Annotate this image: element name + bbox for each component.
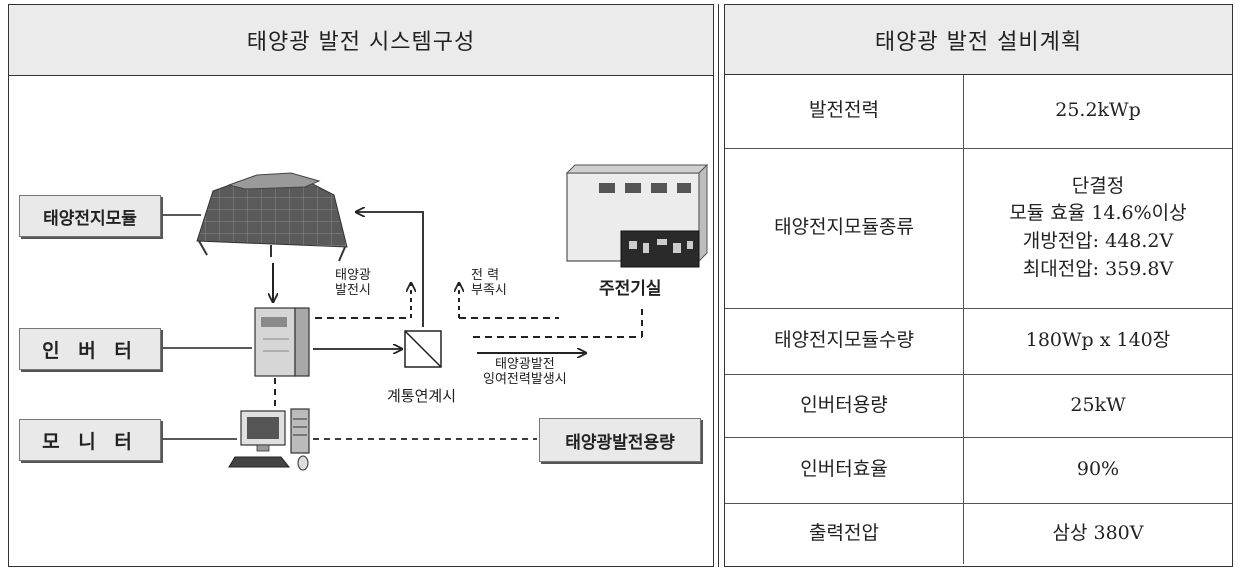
row-value: 단결정 모듈 효율 14.6%이상 개방전압: 448.2V 최대전압: 359… <box>963 148 1232 309</box>
value-line: 25kW <box>1070 393 1126 416</box>
monitor-computer-icon <box>228 408 310 471</box>
row-value: 90% <box>963 437 1232 504</box>
table-row: 출력전압 삼상 380V <box>725 503 1232 564</box>
row-value: 삼상 380V <box>964 503 1233 564</box>
grid-connection-box-icon <box>404 330 442 368</box>
row-label: 인버터효율 <box>725 437 964 504</box>
value-line: 90% <box>1076 458 1120 481</box>
row-value: 25.2kWp <box>963 75 1232 149</box>
value-line: 모듈 효율 14.6%이상 <box>1009 202 1187 225</box>
table-row: 태양전지모듈수량 180Wp x 140장 <box>725 308 1232 375</box>
value-line: 삼상 380V <box>1052 521 1144 544</box>
facility-plan-table: 발전전력 25.2kWp 태양전지모듈종류 단결정 모듈 효율 14.6%이상 … <box>725 75 1232 564</box>
row-label: 태양전지모듈종류 <box>725 148 964 309</box>
surplus-caption-line1: 태양광발전 <box>494 357 555 372</box>
value-line: 25.2kWp <box>1055 99 1141 122</box>
panel-divider <box>718 4 719 567</box>
solar-panel-array-icon <box>196 172 348 262</box>
substation-caption: 주전기실 <box>599 279 662 299</box>
value-line: 단결정 <box>1071 174 1125 197</box>
row-label: 발전전력 <box>725 75 964 149</box>
inverter-cabinet-icon <box>254 307 310 377</box>
row-label: 인버터용량 <box>725 374 964 438</box>
system-diagram-title: 태양광 발전 시스템구성 <box>9 5 713 76</box>
inverter-label: 인 버 터 <box>19 328 161 370</box>
solar-gen-caption-line2: 발전시 <box>335 282 371 298</box>
solar-module-label: 태양전지모듈 <box>19 195 161 237</box>
facility-plan-panel: 태양광 발전 설비계획 발전전력 25.2kWp 태양전지모듈종류 단결정 모듈… <box>724 4 1233 567</box>
row-label: 출력전압 <box>725 503 964 564</box>
power-short-caption-line1: 전 력 <box>471 268 500 283</box>
capacity-label: 태양광발전용량 <box>539 418 701 462</box>
facility-plan-title: 태양광 발전 설비계획 <box>725 5 1232 75</box>
row-value: 180Wp x 140장 <box>963 308 1232 375</box>
row-value: 25kW <box>963 374 1232 438</box>
power-short-caption: 전 력 부족시 <box>471 268 507 299</box>
value-line: 최대전압: 359.8V <box>1022 257 1174 280</box>
substation-equipment-icon <box>565 163 709 268</box>
solar-gen-caption: 태양광 발전시 <box>335 268 371 299</box>
table-row: 인버터효율 90% <box>725 437 1232 504</box>
monitor-label: 모 니 터 <box>19 419 161 461</box>
power-short-caption-line2: 부족시 <box>471 282 507 298</box>
grid-to-module-arrow <box>357 212 424 327</box>
grid-connection-caption: 계통연계시 <box>387 387 457 405</box>
system-diagram-svg <box>159 163 709 471</box>
table-row: 태양전지모듈종류 단결정 모듈 효율 14.6%이상 개방전압: 448.2V … <box>725 148 1232 309</box>
surplus-caption-line2: 잉여전력발생시 <box>483 371 567 387</box>
row-label: 태양전지모듈수량 <box>725 308 964 375</box>
surplus-caption: 태양광발전 잉여전력발생시 <box>483 357 567 388</box>
system-diagram-panel: 태양광 발전 시스템구성 <box>8 4 714 567</box>
table-row: 인버터용량 25kW <box>725 374 1232 438</box>
table-row: 발전전력 25.2kWp <box>725 75 1232 149</box>
solar-gen-caption-line1: 태양광 <box>335 268 371 283</box>
value-line: 개방전압: 448.2V <box>1022 230 1174 252</box>
value-line: 180Wp x 140장 <box>1025 329 1171 352</box>
